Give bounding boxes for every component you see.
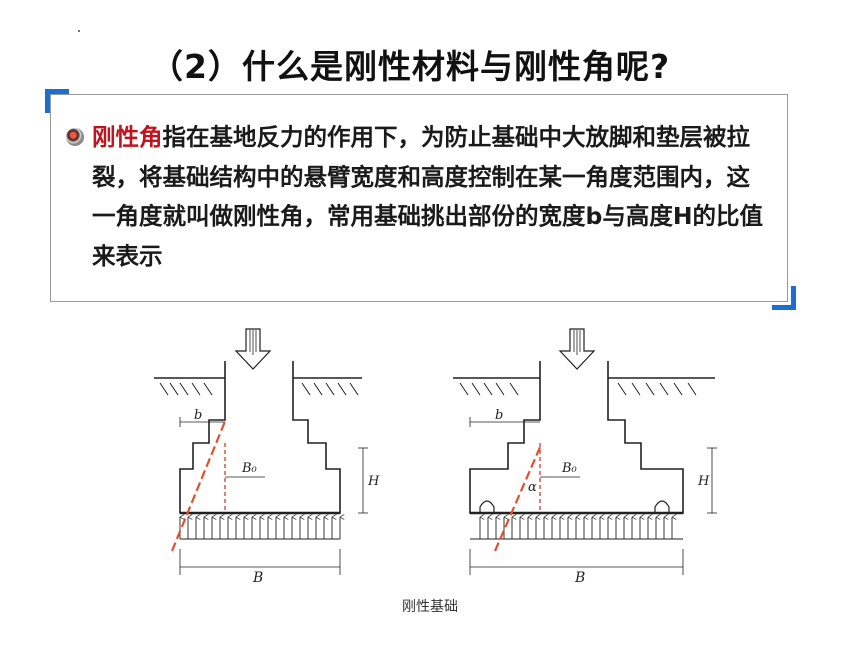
- definition-text: 指在基地反力的作用下，为防止基础中大放脚和垫层被拉裂，将基础结构中的悬臂宽度和高…: [92, 123, 763, 270]
- slide-title: （2）什么是刚性材料与刚性角呢?: [150, 47, 671, 86]
- left-load-arrow: [234, 328, 272, 370]
- keyword-rigid-angle: 刚性角: [92, 123, 163, 151]
- right-label-b: b: [495, 408, 503, 423]
- definition-paragraph: 刚性角指在基地反力的作用下，为防止基础中大放脚和垫层被拉裂，将基础结构中的悬臂宽…: [92, 118, 772, 276]
- content-frame: [50, 94, 788, 302]
- frame-corner-top-left: [45, 89, 69, 113]
- left-label-b0: B₀: [241, 461, 258, 476]
- right-foundation: [453, 328, 717, 575]
- left-soil-pressure: [179, 517, 340, 539]
- left-label-b: b: [194, 408, 202, 423]
- rigid-foundation-diagram: b B₀ H B: [154, 328, 717, 586]
- right-soil-pressure: [479, 517, 672, 539]
- right-label-b0: B₀: [561, 461, 578, 476]
- right-load-arrow: [558, 328, 596, 370]
- left-label-h: H: [367, 474, 380, 489]
- frame-corner-bottom-right: [772, 286, 796, 310]
- left-rigid-angle-line: [170, 418, 228, 552]
- right-label-B: B: [574, 570, 585, 586]
- right-rigid-angle-line: [493, 444, 543, 552]
- figure-caption: 刚性基础: [402, 599, 458, 615]
- right-label-h: H: [697, 474, 710, 489]
- left-foundation: [154, 328, 368, 575]
- stray-dot: [78, 30, 80, 32]
- right-label-alpha: α: [528, 480, 537, 495]
- left-label-B: B: [252, 570, 263, 586]
- bullet-icon: [66, 128, 84, 146]
